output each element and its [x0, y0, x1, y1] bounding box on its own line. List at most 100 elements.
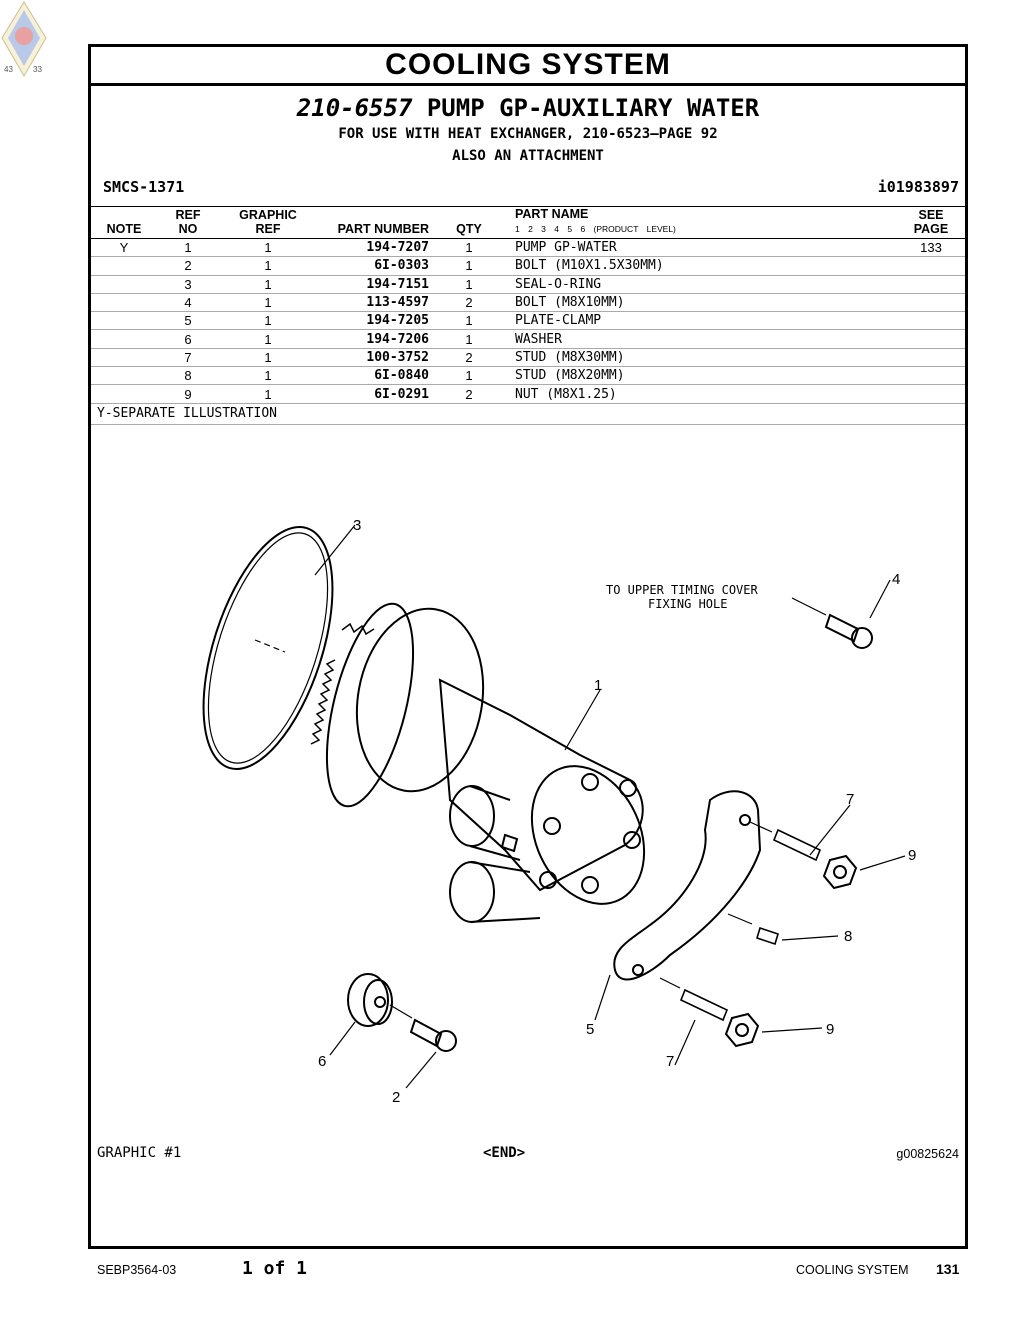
nut-9-upper — [822, 854, 858, 890]
row-part-number[interactable]: 194-7207 — [317, 238, 433, 258]
label-4: 4 — [892, 571, 900, 588]
row-graphic-ref: 1 — [219, 384, 317, 404]
row-part-name: NUT (M8X1.25) — [505, 384, 897, 404]
row-note — [91, 366, 157, 386]
row-see-page[interactable] — [897, 256, 965, 276]
row-see-page[interactable]: 133 — [897, 238, 965, 258]
col-part-number: PART NUMBER — [317, 206, 433, 239]
row-qty: 1 — [433, 275, 505, 294]
row-graphic-ref: 1 — [219, 238, 317, 258]
row-part-name: WASHER — [505, 329, 897, 349]
row-ref-no: 5 — [157, 311, 219, 331]
row-part-number[interactable]: 6I-0840 — [317, 366, 433, 386]
group-number[interactable]: 210-6557 — [296, 94, 413, 122]
row-see-page[interactable] — [897, 348, 965, 368]
group-header: 210-6557 PUMP GP-AUXILIARY WATER FOR USE… — [91, 94, 965, 206]
label-3: 3 — [353, 517, 361, 534]
footer-page-of: 1 of 1 — [242, 1258, 308, 1279]
stud-7-upper — [772, 828, 822, 862]
group-name: PUMP GP-AUXILIARY WATER — [426, 94, 760, 122]
row-ref-no: 8 — [157, 366, 219, 386]
row-part-name: BOLT (M8X10MM) — [505, 293, 897, 313]
stud-8 — [756, 926, 779, 946]
label-2: 2 — [392, 1089, 400, 1106]
footer-doc-number: SEBP3564-03 — [97, 1263, 177, 1277]
row-qty: 1 — [433, 311, 505, 331]
col-note: NOTE — [91, 206, 157, 239]
footer-section: COOLING SYSTEM — [796, 1263, 909, 1277]
row-graphic-ref: 1 — [219, 329, 317, 349]
section-title: COOLING SYSTEM — [91, 47, 965, 86]
row-note — [91, 275, 157, 294]
washer-6 — [347, 973, 393, 1027]
exploded-view-drawing: TO UPPER TIMING COVER FIXING HOLE 3 4 1 … — [202, 517, 916, 1106]
table-footnote: Y-SEPARATE ILLUSTRATION — [91, 404, 965, 425]
callout-line-2: FIXING HOLE — [648, 597, 727, 611]
logo-left-number: 43 — [4, 65, 13, 74]
footer-page-number: 131 — [936, 1261, 960, 1277]
logo-right-number: 33 — [33, 65, 42, 74]
row-part-number[interactable]: 100-3752 — [317, 348, 433, 368]
row-qty: 2 — [433, 348, 505, 368]
row-ref-no: 3 — [157, 275, 219, 294]
row-note — [91, 348, 157, 368]
row-qty: 1 — [433, 256, 505, 276]
row-qty: 2 — [433, 293, 505, 313]
nut-9-lower — [724, 1012, 760, 1048]
row-graphic-ref: 1 — [219, 348, 317, 368]
bolt-4 — [824, 613, 873, 649]
row-ref-no: 4 — [157, 293, 219, 313]
row-ref-no: 7 — [157, 348, 219, 368]
group-title: 210-6557 PUMP GP-AUXILIARY WATER — [91, 94, 965, 122]
bolt-2 — [409, 1018, 457, 1052]
row-qty: 1 — [433, 366, 505, 386]
row-note — [91, 384, 157, 404]
row-ref-no: 2 — [157, 256, 219, 276]
row-ref-no: 6 — [157, 329, 219, 349]
row-part-number[interactable]: 194-7206 — [317, 329, 433, 349]
row-graphic-ref: 1 — [219, 366, 317, 386]
row-note — [91, 329, 157, 349]
label-5: 5 — [586, 1021, 594, 1038]
row-see-page[interactable] — [897, 384, 965, 404]
smcs-code: SMCS-1371 — [103, 178, 185, 196]
label-6: 6 — [318, 1053, 326, 1070]
row-qty: 1 — [433, 329, 505, 349]
label-9-upper: 9 — [908, 847, 916, 864]
row-graphic-ref: 1 — [219, 256, 317, 276]
water-pump-body — [310, 602, 646, 923]
product-levels: 1 2 3 4 5 6 (PRODUCT LEVEL) — [515, 224, 676, 234]
o-ring-seal — [202, 526, 334, 770]
label-8: 8 — [844, 928, 852, 945]
row-see-page[interactable] — [897, 366, 965, 386]
row-part-number[interactable]: 194-7151 — [317, 275, 433, 294]
row-part-number[interactable]: 113-4597 — [317, 293, 433, 313]
group-use-line-2: ALSO AN ATTACHMENT — [452, 148, 604, 164]
row-part-number[interactable]: 194-7205 — [317, 311, 433, 331]
row-see-page[interactable] — [897, 311, 965, 331]
row-note: Y — [91, 238, 157, 258]
row-part-name: STUD (M8X20MM) — [505, 366, 897, 386]
row-part-number[interactable]: 6I-0303 — [317, 256, 433, 276]
row-see-page[interactable] — [897, 275, 965, 294]
row-part-name: STUD (M8X30MM) — [505, 348, 897, 368]
row-part-number[interactable]: 6I-0291 — [317, 384, 433, 404]
callout-line-1: TO UPPER TIMING COVER — [606, 583, 758, 597]
row-see-page[interactable] — [897, 293, 965, 313]
label-9-lower: 9 — [826, 1021, 834, 1038]
row-see-page[interactable] — [897, 329, 965, 349]
